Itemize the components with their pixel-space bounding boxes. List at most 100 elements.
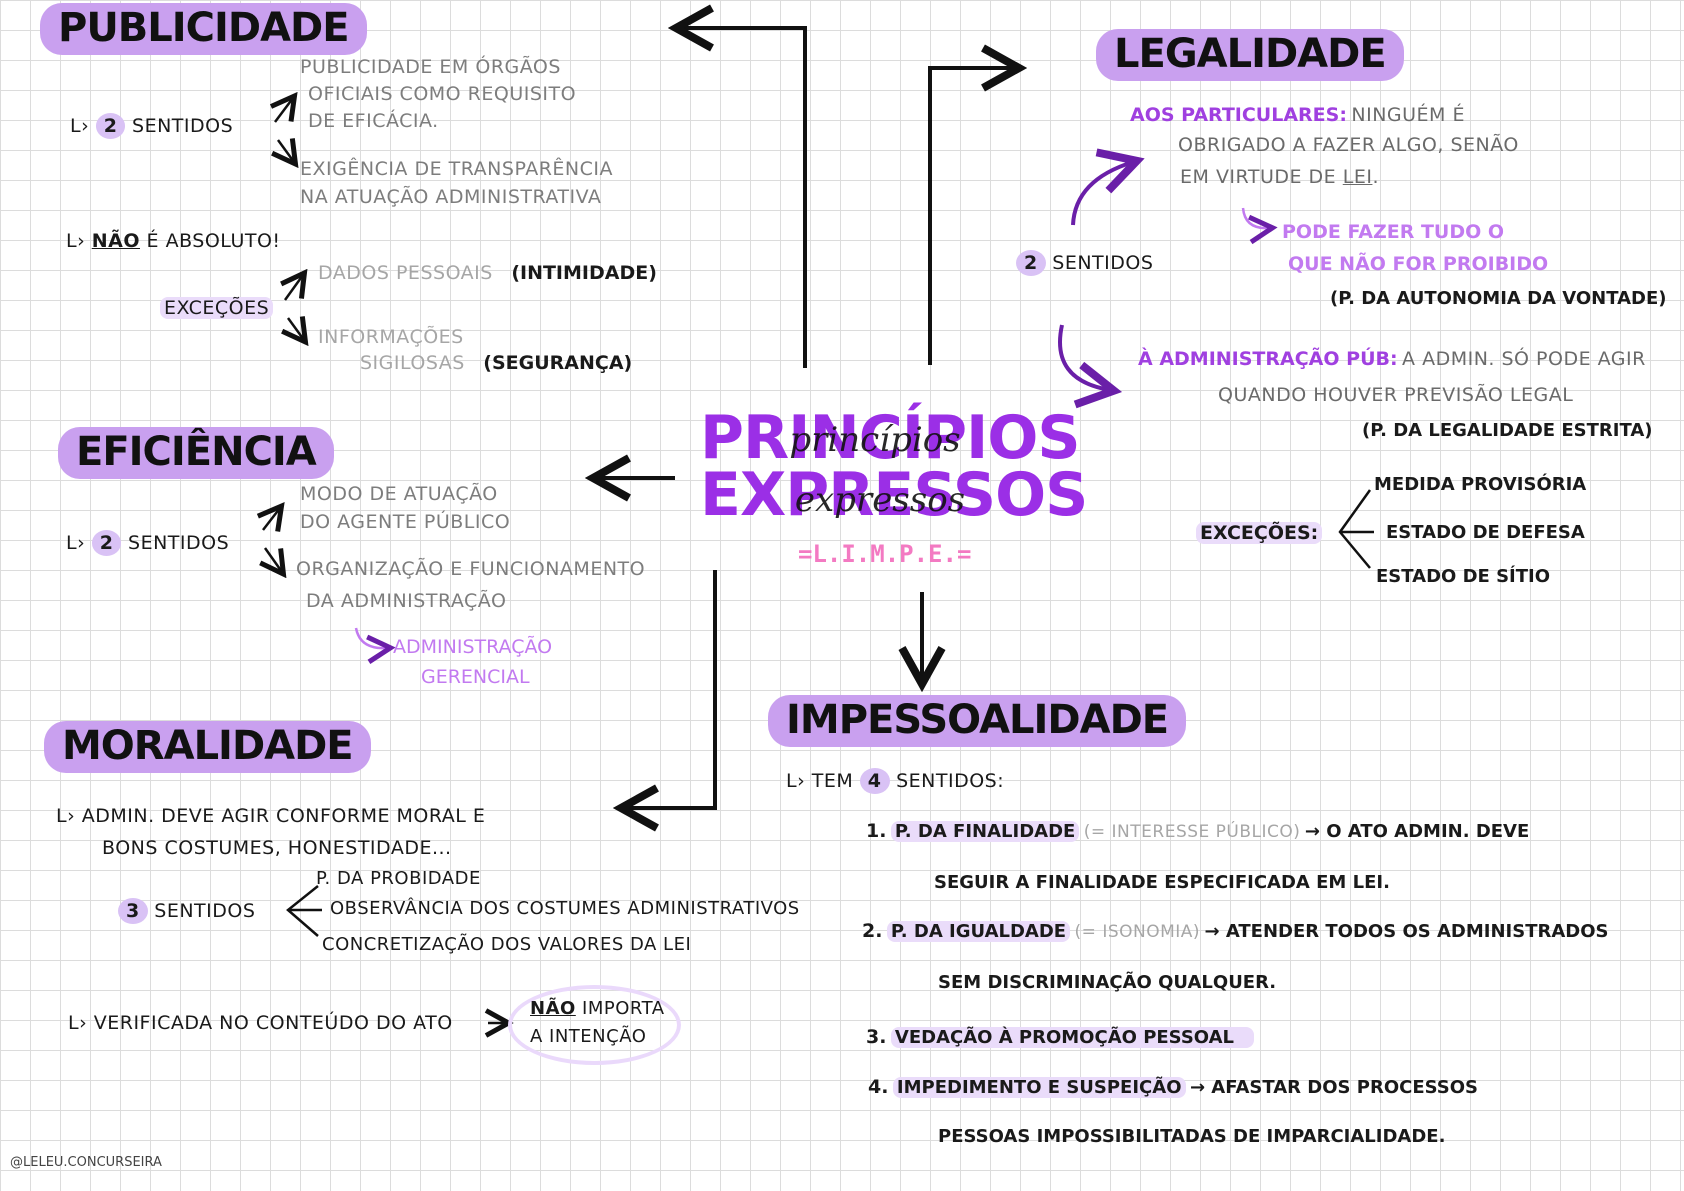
- impessoalidade-item1-label: P. DA FINALIDADE: [890, 821, 1080, 842]
- legalidade-title-text: LEGALIDADE: [1096, 29, 1404, 81]
- legalidade-excecoes-text: EXCEÇÕES:: [1196, 522, 1323, 544]
- eficiencia-sentidos-label: SENTIDOS: [128, 532, 230, 554]
- legalidade-pode-line2: QUE NÃO FOR PROIBIDO: [1288, 253, 1549, 275]
- eficiencia-sentido1-line2: DO AGENTE PÚBLICO: [300, 511, 511, 533]
- eficiencia-title-text: EFICIÊNCIA: [58, 427, 334, 479]
- impessoalidade-item4: 4. IMPEDIMENTO E SUSPEIÇÃO → AFASTAR DOS…: [868, 1076, 1478, 1098]
- legalidade-part-line1: NINGUÉM É: [1351, 104, 1465, 126]
- moralidade-nao-importa-circle: [508, 985, 681, 1065]
- publicidade-exc1: DADOS PESSOAIS (INTIMIDADE): [318, 262, 657, 284]
- eficiencia-title: EFICIÊNCIA: [58, 427, 334, 479]
- impessoalidade-item1-line2: SEGUIR A FINALIDADE ESPECIFICADA EM LEI.: [934, 872, 1390, 893]
- legalidade-sentidos-count: 2: [1016, 250, 1046, 276]
- publicidade-exc1-paren: (INTIMIDADE): [511, 262, 657, 284]
- legalidade-part-label: AOS PARTICULARES:: [1130, 104, 1347, 126]
- arrow-to-publicidade: [680, 28, 807, 368]
- legalidade-title: LEGALIDADE: [1096, 29, 1404, 81]
- publicidade-title-text: PUBLICIDADE: [40, 3, 367, 55]
- legalidade-adm-label: À ADMINISTRAÇÃO PÚB:: [1138, 348, 1398, 370]
- impessoalidade-title: IMPESSOALIDADE: [768, 695, 1187, 747]
- legalidade-exc2: ESTADO DE DEFESA: [1386, 522, 1585, 543]
- arrow-to-moralidade: [625, 570, 717, 808]
- impessoalidade-tem-count: 4: [859, 768, 890, 794]
- legalidade-autonomia: (P. DA AUTONOMIA DA VONTADE): [1330, 288, 1667, 309]
- eficiencia-sentidos-count: 2: [91, 530, 122, 556]
- publicidade-nao-absoluto: L› NÃO É ABSOLUTO!: [66, 230, 281, 252]
- publicidade-sentido1-line2: OFICIAIS COMO REQUISITO: [308, 83, 577, 105]
- eficiencia-sub-line1: ADMINISTRAÇÃO: [393, 636, 553, 658]
- impessoalidade-item1-num: 1.: [866, 820, 887, 842]
- center-acronym: =L.I.M.P.E.=: [798, 540, 972, 568]
- publicidade-exc2-line2: SIGILOSAS (SEGURANÇA): [360, 352, 632, 374]
- impessoalidade-item2-line2: SEM DISCRIMINAÇÃO QUALQUER.: [938, 972, 1277, 993]
- legalidade-excecoes-label: EXCEÇÕES:: [1196, 522, 1323, 544]
- eficiencia-sentido1: MODO DE ATUAÇÃO DO AGENTE PÚBLICO: [300, 480, 510, 536]
- moralidade-nao-word: NÃO: [530, 998, 576, 1019]
- publicidade-exc2-paren: (SEGURANÇA): [483, 352, 633, 374]
- moralidade-sentido1: P. DA PROBIDADE: [316, 868, 481, 889]
- eficiencia-sentido2-line1: ORGANIZAÇÃO E FUNCIONAMENTO: [296, 558, 646, 580]
- moralidade-sentidos-label: SENTIDOS: [154, 900, 256, 922]
- branch-mark: L›: [786, 770, 806, 792]
- publicidade-exc1-text: DADOS PESSOAIS: [318, 262, 493, 284]
- legalidade-exc3: ESTADO DE SÍTIO: [1376, 566, 1551, 587]
- legalidade-adm-line2: QUANDO HOUVER PREVISÃO LEGAL: [1218, 384, 1574, 406]
- publicidade-nao-word: NÃO: [91, 230, 140, 252]
- legalidade-part-line3: EM VIRTUDE DE LEI.: [1180, 166, 1379, 188]
- impessoalidade-item4-num: 4.: [868, 1076, 889, 1098]
- impessoalidade-item2-num: 2.: [862, 920, 883, 942]
- moralidade-nao-importa: NÃO IMPORTA A INTENÇÃO: [530, 995, 665, 1051]
- impessoalidade-tem: L› TEM 4 SENTIDOS:: [786, 768, 1004, 794]
- publicidade-sentido1-line3: DE EFICÁCIA.: [308, 110, 439, 132]
- moralidade-desc: L› ADMIN. DEVE AGIR CONFORME MORAL E BON…: [56, 800, 485, 864]
- impessoalidade-item4-label: IMPEDIMENTO E SUSPEIÇÃO: [892, 1077, 1186, 1098]
- publicidade-title: PUBLICIDADE: [40, 3, 367, 55]
- moralidade-sentidos-count: 3: [118, 898, 148, 924]
- publicidade-sentidos-label: SENTIDOS: [132, 115, 234, 137]
- publicidade-excecoes-label: EXCEÇÕES: [160, 297, 274, 319]
- branch-mark: L›: [66, 230, 86, 252]
- center-title-line1: PRINCÍPIOS: [700, 403, 1081, 473]
- watermark: @LELEU.CONCURSEIRA: [10, 1155, 162, 1170]
- center-title-line2: EXPRESSOS: [700, 460, 1088, 530]
- legalidade-part-line3-lei: LEI: [1342, 166, 1373, 188]
- impessoalidade-title-text: IMPESSOALIDADE: [768, 695, 1187, 747]
- moralidade-verif-text: VERIFICADA NO CONTEÚDO DO ATO: [93, 1012, 453, 1034]
- branch-mark: L›: [66, 532, 86, 554]
- moralidade-desc-line2: BONS COSTUMES, HONESTIDADE...: [102, 837, 452, 859]
- publicidade-sentidos: L› 2 SENTIDOS: [70, 113, 233, 139]
- eficiencia-sub-line2: GERENCIAL: [421, 666, 530, 688]
- moralidade-title: MORALIDADE: [44, 721, 371, 773]
- eficiencia-sentido2: ORGANIZAÇÃO E FUNCIONAMENTO DA ADMINISTR…: [296, 553, 645, 617]
- publicidade-sentido2-line1: EXIGÊNCIA DE TRANSPARÊNCIA: [300, 158, 613, 180]
- center-handwritten-line2: expressos: [794, 480, 966, 520]
- moralidade-title-text: MORALIDADE: [44, 721, 371, 773]
- impessoalidade-item2: 2. P. DA IGUALDADE (= ISONOMIA) → ATENDE…: [862, 920, 1608, 942]
- moralidade-desc-line1: ADMIN. DEVE AGIR CONFORME MORAL E: [81, 805, 486, 827]
- branch-mark: L›: [56, 805, 76, 827]
- legalidade-part-line3-pre: EM VIRTUDE DE: [1180, 166, 1337, 188]
- arrow-to-legalidade: [928, 68, 1015, 365]
- branch-mark: L›: [70, 115, 90, 137]
- legalidade-part-line2: OBRIGADO A FAZER ALGO, SENÃO: [1178, 134, 1519, 156]
- legalidade-sentidos: 2 SENTIDOS: [1016, 250, 1153, 276]
- moralidade-sentido3: CONCRETIZAÇÃO DOS VALORES DA LEI: [322, 934, 692, 955]
- eficiencia-sentido2-line2: DA ADMINISTRAÇÃO: [306, 590, 507, 612]
- moralidade-importa-word: IMPORTA: [582, 998, 665, 1019]
- impessoalidade-item4-text: → AFASTAR DOS PROCESSOS: [1189, 1077, 1479, 1098]
- impessoalidade-tem-label: TEM: [811, 770, 854, 792]
- impessoalidade-item3: 3. VEDAÇÃO À PROMOÇÃO PESSOAL: [866, 1026, 1255, 1048]
- impessoalidade-item1-paren: (= INTERESSE PÚBLICO): [1083, 822, 1301, 842]
- impessoalidade-item1-text: → O ATO ADMIN. DEVE: [1304, 821, 1530, 842]
- eficiencia-sub: ADMINISTRAÇÃO GERENCIAL: [393, 632, 552, 692]
- publicidade-nao-rest: É ABSOLUTO!: [146, 230, 281, 252]
- branch-mark: L›: [68, 1012, 88, 1034]
- impessoalidade-item2-label: P. DA IGUALDADE: [886, 921, 1071, 942]
- legalidade-estrita: (P. DA LEGALIDADE ESTRITA): [1362, 420, 1653, 441]
- legalidade-administracao: À ADMINISTRAÇÃO PÚB: A ADMIN. SÓ PODE AG…: [1138, 348, 1646, 370]
- moralidade-sentido2: OBSERVÂNCIA DOS COSTUMES ADMINISTRATIVOS: [330, 898, 800, 919]
- legalidade-exc1: MEDIDA PROVISÓRIA: [1374, 474, 1587, 495]
- impessoalidade-item2-text: → ATENDER TODOS OS ADMINISTRADOS: [1204, 921, 1609, 942]
- publicidade-sentido1: PUBLICIDADE EM ÓRGÃOS OFICIAIS COMO REQU…: [300, 54, 576, 135]
